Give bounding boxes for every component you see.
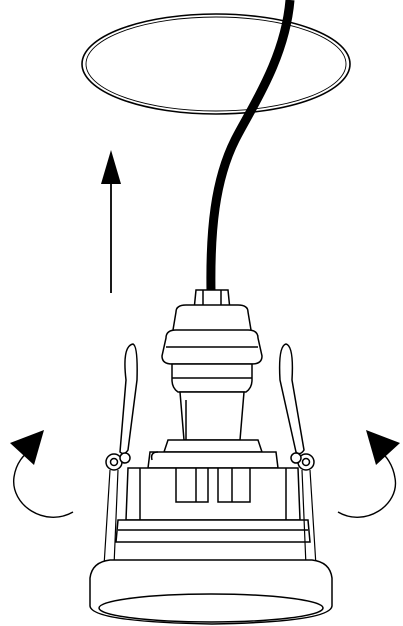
rotate-right-arrow-icon — [337, 430, 400, 518]
rotate-left-arrow-icon — [10, 430, 74, 518]
cable-icon — [206, 0, 295, 293]
up-arrow-icon — [101, 150, 121, 293]
downlight-fixture-icon — [89, 289, 333, 625]
ceiling-hole-icon — [81, 13, 351, 115]
